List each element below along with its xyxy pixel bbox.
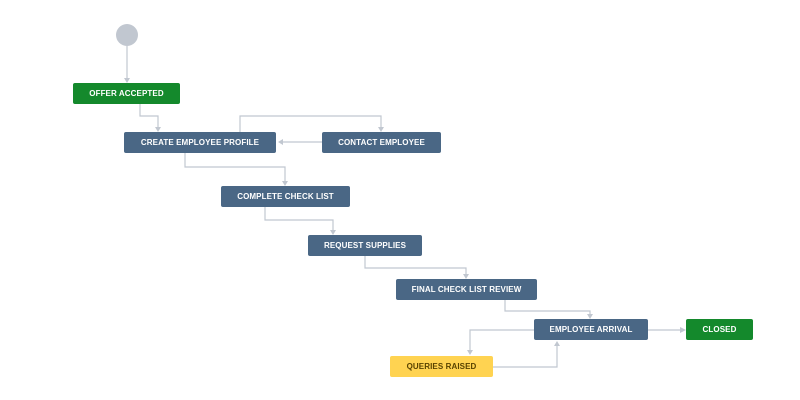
status-request-supplies[interactable]: REQUEST SUPPLIES xyxy=(308,235,422,256)
arrowhead xyxy=(155,127,161,132)
status-final-check-list-review[interactable]: FINAL CHECK LIST REVIEW xyxy=(396,279,537,300)
transition-create-profile-to-checklist xyxy=(184,153,286,181)
arrowhead xyxy=(554,341,560,346)
transition-queries-to-arrival xyxy=(493,346,558,368)
transition-arrival-to-queries xyxy=(469,329,534,350)
arrowhead xyxy=(330,230,336,235)
arrowhead xyxy=(467,350,473,355)
transition-final-review-to-arrival xyxy=(504,300,591,314)
arrowhead xyxy=(278,139,283,145)
status-offer-accepted[interactable]: OFFER ACCEPTED xyxy=(73,83,180,104)
transition-checklist-to-supplies xyxy=(264,207,334,230)
arrowhead xyxy=(124,78,130,83)
status-complete-check-list[interactable]: COMPLETE CHECK LIST xyxy=(221,186,350,207)
arrowhead xyxy=(282,181,288,186)
status-employee-arrival[interactable]: EMPLOYEE ARRIVAL xyxy=(534,319,648,340)
status-queries-raised[interactable]: QUERIES RAISED xyxy=(390,356,493,377)
arrowhead xyxy=(378,127,384,132)
arrowhead xyxy=(463,274,469,279)
transition-supplies-to-final-review xyxy=(364,256,467,274)
status-contact-employee[interactable]: CONTACT EMPLOYEE xyxy=(322,132,441,153)
status-closed[interactable]: CLOSED xyxy=(686,319,753,340)
arrowhead xyxy=(587,314,593,319)
status-create-employee-profile[interactable]: CREATE EMPLOYEE PROFILE xyxy=(124,132,276,153)
workflow-start-node xyxy=(116,24,138,46)
transition-offer-to-create-profile xyxy=(139,104,159,127)
arrowhead xyxy=(680,327,686,333)
transition-create-profile-to-contact xyxy=(239,115,382,132)
